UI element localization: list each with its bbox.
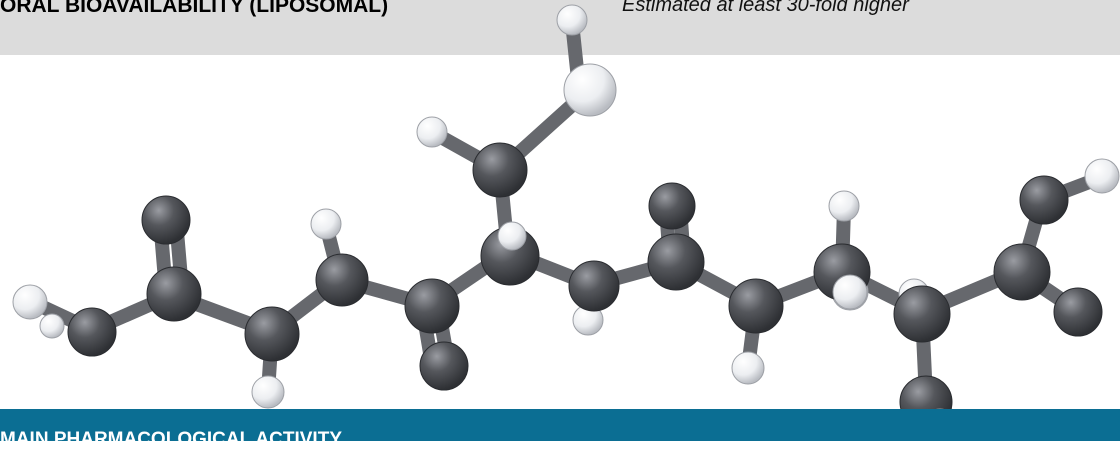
bioavailability-value: Estimated at least 30-fold higher — [622, 0, 909, 16]
header-band: ORAL BIOAVAILABILITY (LIPOSOMAL) Estimat… — [0, 0, 1120, 55]
bioavailability-label: ORAL BIOAVAILABILITY (LIPOSOMAL) — [0, 0, 389, 17]
molecule-ball-and-stick-icon — [12, 4, 1120, 441]
carbon-atoms — [67, 142, 1103, 429]
pharmacological-activity-label: MAIN PHARMACOLOGICAL ACTIVITY — [0, 429, 342, 450]
footer-band: MAIN PHARMACOLOGICAL ACTIVITY — [0, 409, 1120, 450]
